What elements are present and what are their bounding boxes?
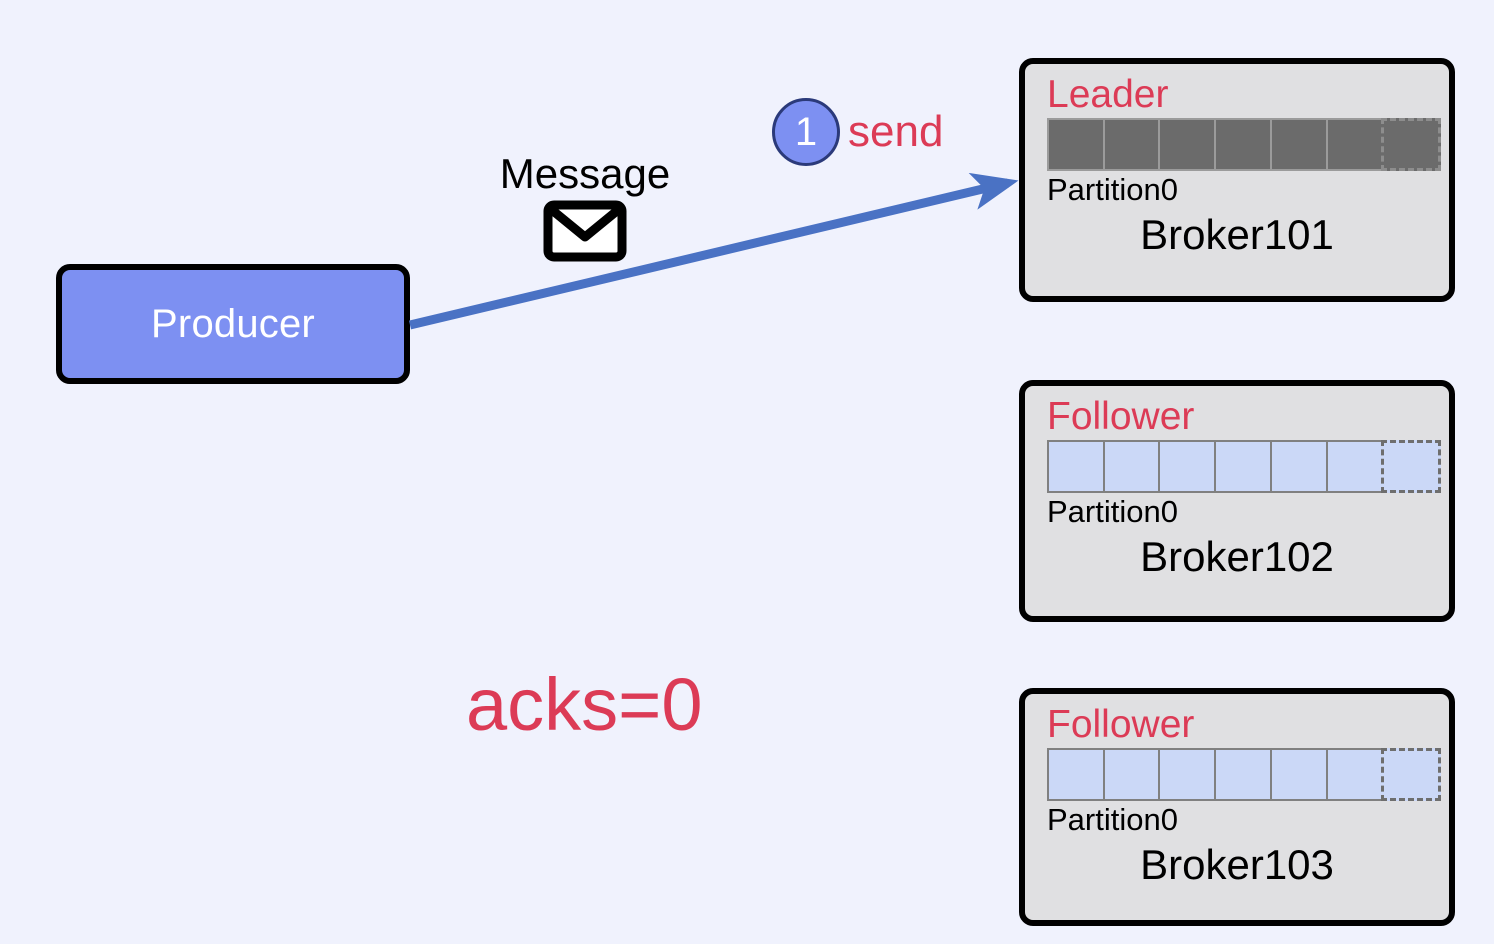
- partition-cell-pending: [1381, 440, 1442, 494]
- envelope-icon: [543, 200, 627, 267]
- send-step-group: 1 send: [772, 98, 943, 166]
- partition-cell: [1325, 118, 1384, 172]
- partition-cell-pending: [1381, 118, 1442, 172]
- broker-role-label: Leader: [1047, 73, 1169, 116]
- producer-node[interactable]: Producer: [56, 264, 410, 384]
- partition-label: Partition0: [1047, 172, 1178, 208]
- partition-bar: [1047, 118, 1442, 172]
- broker-name: Broker101: [1140, 210, 1334, 258]
- partition-cell: [1269, 440, 1328, 494]
- broker-name: Broker103: [1140, 840, 1334, 888]
- partition-cell-pending: [1381, 748, 1442, 802]
- producer-label: Producer: [151, 302, 315, 346]
- acks-config-label: acks=0: [466, 663, 703, 746]
- partition-cell: [1158, 748, 1217, 802]
- partition-cell: [1047, 748, 1105, 802]
- broker-box-follower-2[interactable]: Follower Partition0 Broker103: [1019, 688, 1455, 926]
- partition-cell: [1102, 440, 1161, 494]
- partition-cell: [1047, 440, 1105, 494]
- partition-cell: [1214, 748, 1272, 802]
- partition-cell: [1214, 440, 1272, 494]
- partition-cell: [1158, 118, 1217, 172]
- send-action-label: send: [848, 107, 944, 156]
- partition-label: Partition0: [1047, 494, 1178, 530]
- broker-box-follower-1[interactable]: Follower Partition0 Broker102: [1019, 380, 1455, 622]
- partition-cell: [1214, 118, 1272, 172]
- partition-cell: [1325, 440, 1384, 494]
- partition-bar: [1047, 440, 1442, 494]
- partition-cell: [1325, 748, 1384, 802]
- partition-cell: [1269, 118, 1328, 172]
- partition-cell: [1102, 748, 1161, 802]
- partition-label: Partition0: [1047, 802, 1178, 838]
- message-label: Message: [499, 150, 671, 197]
- broker-role-label: Follower: [1047, 395, 1195, 438]
- partition-cell: [1102, 118, 1161, 172]
- message-group: Message: [470, 150, 700, 267]
- broker-role-label: Follower: [1047, 703, 1195, 746]
- broker-box-leader[interactable]: Leader Partition0 Broker101: [1019, 58, 1455, 302]
- broker-name: Broker102: [1140, 532, 1334, 580]
- partition-cell: [1047, 118, 1105, 172]
- partition-cell: [1158, 440, 1217, 494]
- partition-cell: [1269, 748, 1328, 802]
- step-badge-1: 1: [772, 98, 840, 166]
- partition-bar: [1047, 748, 1442, 802]
